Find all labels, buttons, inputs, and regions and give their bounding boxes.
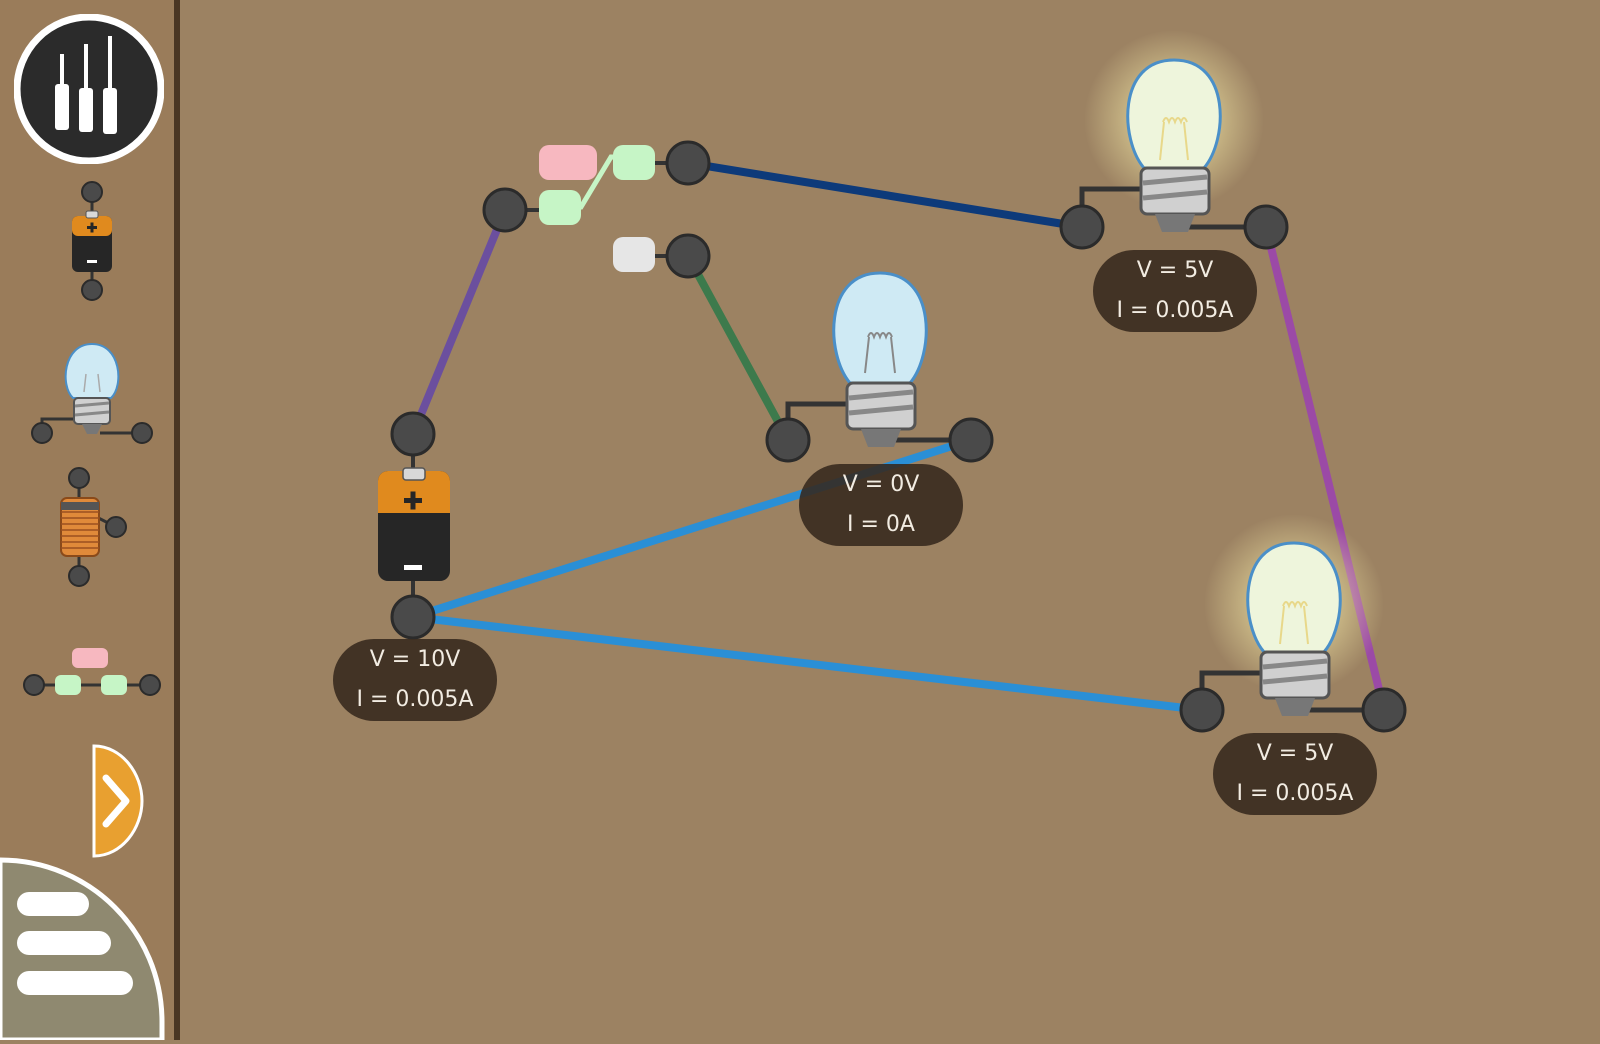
terminal[interactable] [1243, 204, 1289, 250]
toolbar-switch[interactable] [22, 644, 162, 702]
battery-readout: V = 10V I = 0.005A [333, 639, 497, 721]
terminal[interactable] [1179, 687, 1225, 733]
terminal[interactable] [948, 417, 994, 463]
terminal[interactable] [390, 594, 436, 640]
coil-icon [60, 467, 127, 587]
switch-icon [23, 648, 161, 696]
terminal[interactable] [765, 417, 811, 463]
current-label: I = 0.005A [356, 687, 474, 712]
toolbar-battery[interactable] [62, 180, 122, 302]
screwdrivers-icon [13, 13, 165, 165]
terminal[interactable] [1361, 687, 1407, 733]
wire[interactable] [409, 206, 509, 438]
current-label: I = 0A [847, 512, 915, 537]
toolbar-light-bulb[interactable] [30, 340, 154, 446]
wire[interactable] [409, 613, 1206, 714]
voltage-label: V = 5V [1136, 258, 1214, 283]
terminal[interactable] [665, 140, 711, 186]
current-label: I = 0.005A [1236, 781, 1354, 806]
light-bulb-lit[interactable] [1079, 30, 1266, 232]
tools-button[interactable] [13, 13, 165, 165]
voltage-label: V = 0V [842, 472, 920, 497]
terminal[interactable] [1059, 204, 1105, 250]
light-bulb-lit[interactable] [1199, 514, 1384, 716]
bulb-center-readout: V = 0V I = 0A [799, 464, 963, 546]
toolbar-coil[interactable] [50, 466, 132, 590]
light-bulb-off[interactable] [785, 271, 971, 447]
component-toolbar [0, 0, 180, 1043]
main-menu-button[interactable] [0, 856, 172, 1043]
terminal[interactable] [390, 411, 436, 457]
bulb-top-right-readout: V = 5V I = 0.005A [1093, 250, 1257, 332]
chevron-right-icon [92, 744, 144, 858]
light-bulb-icon [31, 342, 153, 444]
battery-icon [72, 181, 112, 301]
switch-component[interactable] [505, 145, 688, 272]
terminal[interactable] [665, 233, 711, 279]
wire[interactable] [684, 159, 1086, 231]
circuit-board[interactable]: V = 10V I = 0.005A V = 0V I = 0A V = 5V … [186, 0, 1600, 1040]
expand-toolbar-button[interactable] [92, 744, 144, 858]
terminal[interactable] [482, 187, 528, 233]
bulb-bottom-right-readout: V = 5V I = 0.005A [1213, 733, 1377, 815]
wire[interactable] [684, 252, 792, 444]
battery-component[interactable] [378, 434, 450, 617]
hamburger-menu-icon [0, 857, 165, 1043]
current-label: I = 0.005A [1116, 298, 1234, 323]
voltage-label: V = 5V [1256, 741, 1334, 766]
voltage-label: V = 10V [369, 647, 461, 672]
